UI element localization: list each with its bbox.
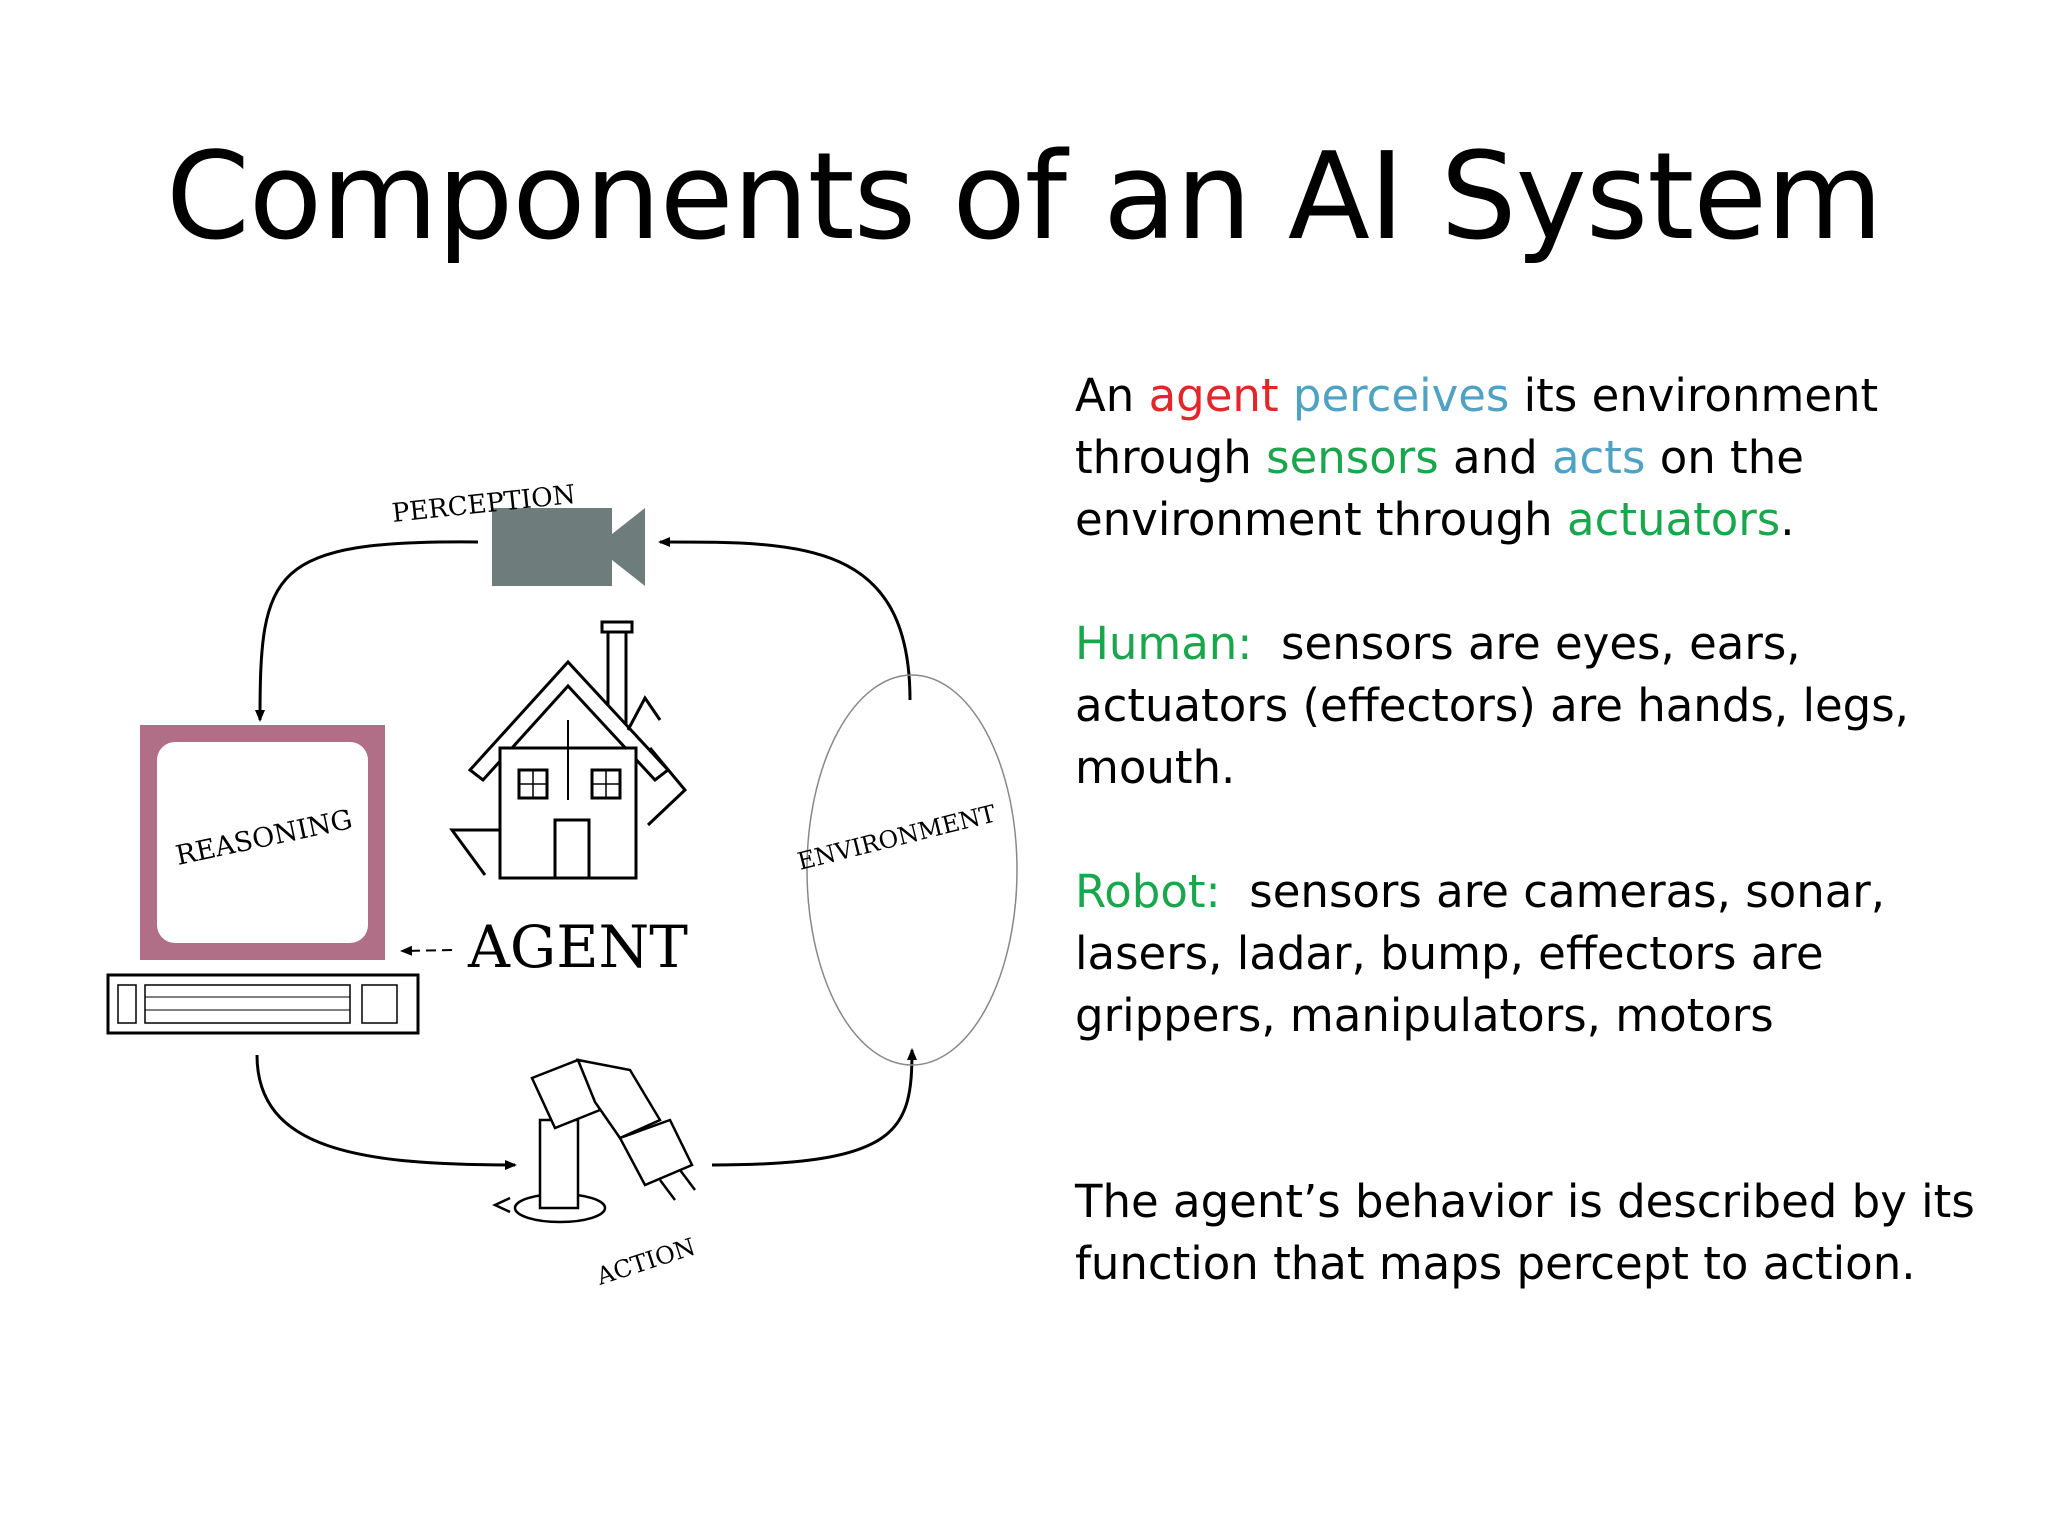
paragraph-robot: Robot: sensors are cameras, sonar, laser…: [1075, 861, 2015, 1047]
slide-title: Components of an AI System: [166, 128, 1883, 267]
paragraph-behavior: The agent’s behavior is described by its…: [1075, 1175, 1975, 1290]
arrow-agent-to-monitor: [400, 945, 453, 956]
human-body: sensors are eyes, ears, actuators (effec…: [1075, 617, 1924, 794]
environment-label: ENVIRONMENT: [795, 799, 999, 875]
house-icon: [449, 620, 688, 880]
robot-arm-icon: [492, 1058, 696, 1224]
diagram-svg: PERCEPTION REASONING: [106, 480, 1018, 1291]
arrow-action-to-env: [711, 1048, 917, 1167]
paragraph-human: Human: sensors are eyes, ears, actuators…: [1075, 613, 2015, 799]
human-label: Human:: [1075, 617, 1253, 670]
term-acts: acts: [1551, 431, 1646, 484]
robot-label: Robot:: [1075, 865, 1221, 918]
arrow-env-to-camera: [658, 536, 912, 701]
paragraph-agent-definition: An agent perceives its environment throu…: [1075, 369, 1879, 546]
environment-ellipse: [806, 674, 1018, 1066]
term-agent: agent: [1148, 369, 1279, 422]
description-text: An agent perceives its environment throu…: [1075, 365, 2015, 1295]
agent-label: AGENT: [467, 913, 688, 981]
robot-body: sensors are cameras, sonar, lasers, lada…: [1075, 865, 1900, 1042]
term-perceives: perceives: [1292, 369, 1510, 422]
arrow-keyboard-to-action: [255, 1054, 517, 1170]
agent-diagram: PERCEPTION REASONING: [100, 430, 1040, 1310]
keyboard-icon: [106, 973, 420, 1035]
term-sensors: sensors: [1266, 431, 1439, 484]
camera-icon: [492, 508, 645, 586]
action-label: ACTION: [592, 1233, 698, 1291]
arrow-camera-to-monitor: [255, 540, 479, 722]
term-actuators: actuators: [1567, 493, 1781, 546]
monitor-icon: [140, 725, 385, 960]
